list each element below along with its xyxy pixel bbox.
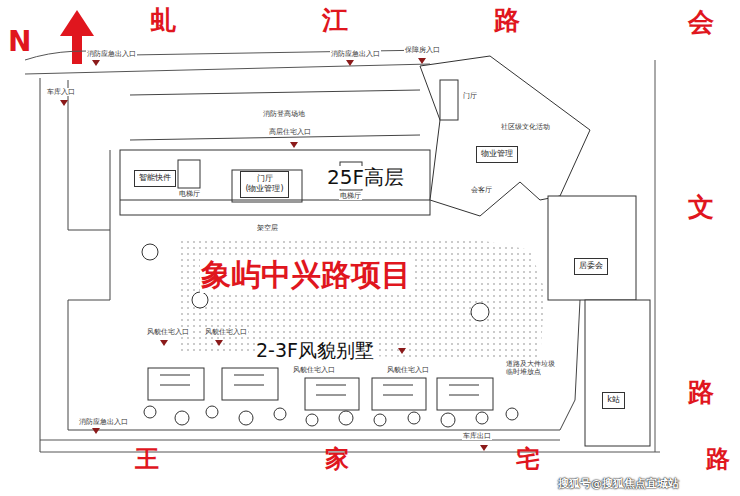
room-name: 居委会 <box>578 261 604 271</box>
project-title: 象屿中兴路项目 <box>200 258 412 293</box>
room-label: 社区级文化活动 <box>500 123 551 131</box>
road-character: 虬 <box>150 6 176 36</box>
room-box: 门厅(物业管理) <box>240 171 289 198</box>
road-name: 会文路 <box>688 8 714 408</box>
room-label: 架空层 <box>256 224 279 232</box>
entrance-label: 保障房入口 <box>404 46 441 54</box>
villa <box>148 368 493 410</box>
note-label: 道路及大件垃圾临时堆放点 <box>505 360 559 376</box>
building-label: 25F高层 <box>326 166 405 189</box>
entrance-label: 消防应急出入口 <box>330 50 381 58</box>
road-name: 王家宅路 <box>135 446 730 474</box>
entrance-label: 消防应急出入口 <box>78 418 129 426</box>
room-name: k站 <box>606 395 621 405</box>
building-label: 2-3F风貌别墅 <box>255 340 375 362</box>
room-box: 物业管理 <box>476 146 518 163</box>
north-label: N <box>8 26 31 58</box>
room-box: 居委会 <box>574 258 608 275</box>
road-character: 路 <box>706 446 730 474</box>
entrance-label: 高层住宅入口 <box>268 128 312 136</box>
entrance-marker <box>60 58 488 451</box>
room-name: 物业管理 <box>480 149 514 159</box>
tree <box>142 244 518 427</box>
right-building <box>420 56 650 446</box>
room-box: 智能快件 <box>134 170 176 187</box>
room-name: 门厅 <box>244 174 285 184</box>
room-label: 门厅 <box>462 92 478 100</box>
room-label: 会客厅 <box>470 186 493 194</box>
road-character: 江 <box>322 6 348 36</box>
area-label: 消防登高场地 <box>262 110 306 118</box>
entrance-label: 风貌住宅入口 <box>292 366 336 374</box>
room-label: 电梯厅 <box>339 192 362 200</box>
road-character: 王 <box>135 446 159 474</box>
watermark: 搜狐号@搜狐焦点宜城站 <box>558 478 679 491</box>
entrance-label: 风貌住宅入口 <box>204 328 248 336</box>
road-character: 家 <box>325 446 349 474</box>
room-name: (物业管理) <box>244 184 285 194</box>
entrance-label: 风貌住宅入口 <box>386 366 432 374</box>
room-label: 电梯厅 <box>178 190 201 198</box>
entrance-label: 风貌住宅入口 <box>146 328 190 336</box>
room-box: k站 <box>602 392 625 409</box>
high-rise-building <box>120 150 430 215</box>
entrance-label: 消防应急出入口 <box>86 50 137 58</box>
road-character: 文 <box>688 193 714 223</box>
room-name: 智能快件 <box>138 173 172 183</box>
road-character: 路 <box>494 6 520 36</box>
exit-label: 车库出口 <box>462 432 492 440</box>
road-name: 虬江路 <box>150 6 520 36</box>
road-character: 路 <box>688 378 714 408</box>
road-character: 宅 <box>516 446 540 474</box>
road-edge <box>25 50 660 452</box>
entrance-label: 车库入口 <box>46 88 76 96</box>
road-character: 会 <box>688 8 714 38</box>
